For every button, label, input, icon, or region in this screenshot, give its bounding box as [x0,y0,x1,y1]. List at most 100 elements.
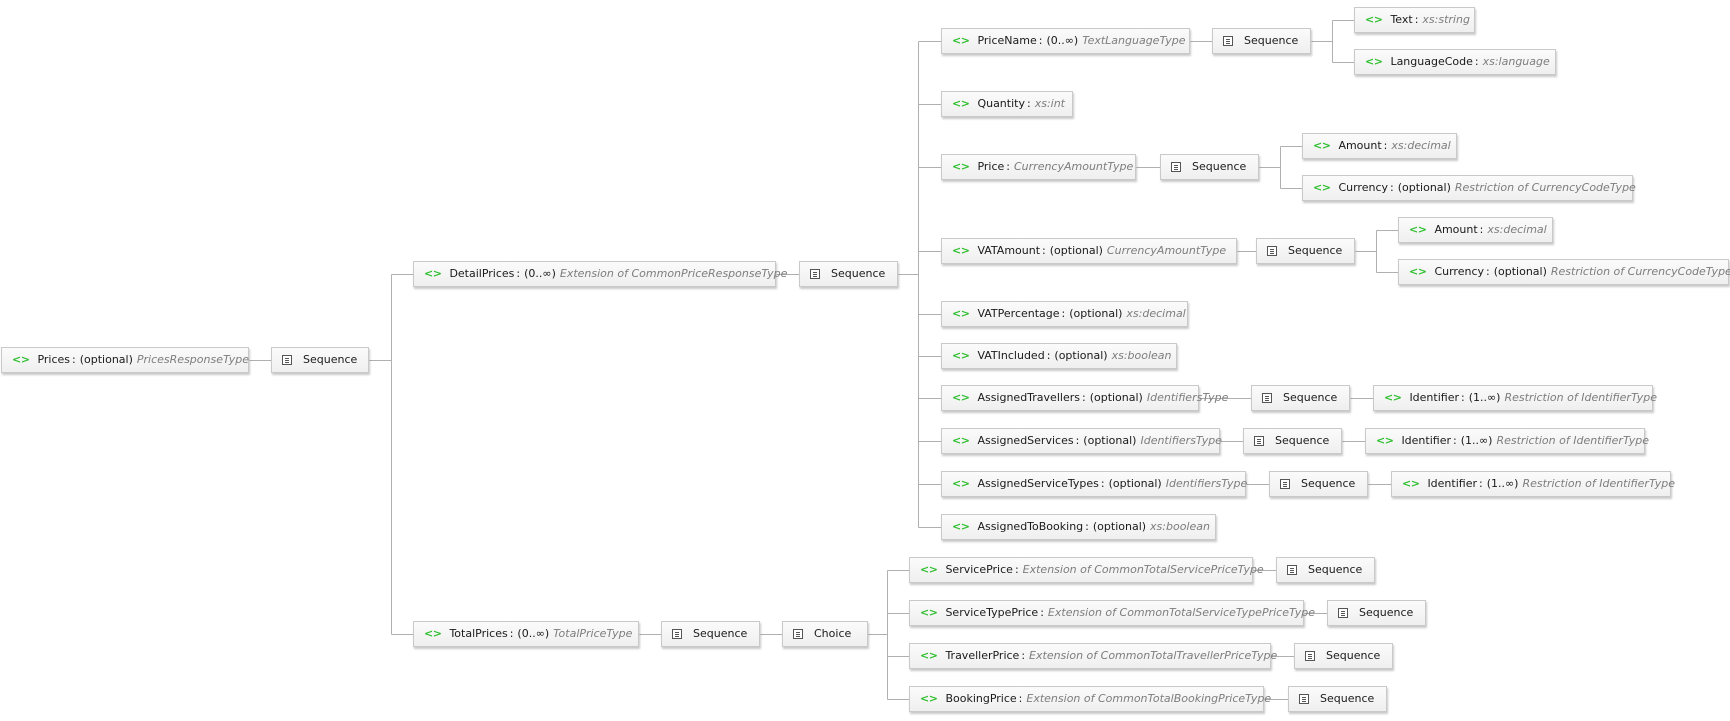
element-vat-included[interactable]: <> VATIncluded: (optional) xs:boolean [941,343,1177,369]
sequence-traveller-price[interactable]: Sequence [1294,643,1393,669]
element-type: IdentifiersType [1165,477,1248,490]
element-identifier[interactable]: <> Identifier: (1..∞) Restriction of Ide… [1365,428,1649,454]
sequence-assigned-service-types[interactable]: Sequence [1269,471,1368,497]
cardinality: (0..∞) [1046,34,1079,47]
element-icon: <> [1365,55,1383,68]
element-assigned-services[interactable]: <> AssignedServices: (optional) Identifi… [941,428,1222,454]
compositor-label: Sequence [1320,692,1375,705]
element-icon: <> [1409,265,1427,278]
element-detail-prices[interactable]: <> DetailPrices: (0..∞) Extension of Com… [413,261,787,287]
sequence-icon [1338,608,1348,618]
sequence-service-type-price[interactable]: Sequence [1327,600,1426,626]
element-type: Restriction of IdentifierType [1504,391,1657,404]
element-type: TotalPriceType [553,627,633,640]
element-total-prices[interactable]: <> TotalPrices: (0..∞) TotalPriceType [413,621,639,647]
element-name: AssignedToBooking [977,520,1084,533]
element-name: VATAmount [977,244,1041,257]
element-name: DetailPrices [449,267,515,280]
element-type: xs:decimal [1391,139,1451,152]
element-icon: <> [952,307,970,320]
element-name: AssignedTravellers [977,391,1080,404]
sequence-booking-price[interactable]: Sequence [1288,686,1387,712]
element-icon: <> [920,649,938,662]
element-icon: <> [920,606,938,619]
compositor-label: Sequence [1301,477,1356,490]
element-name: Identifier [1409,391,1459,404]
element-type: Extension of CommonTotalServiceTypePrice… [1047,606,1315,619]
sequence-detail[interactable]: Sequence [799,261,898,287]
element-identifier[interactable]: <> Identifier: (1..∞) Restriction of Ide… [1391,471,1675,497]
element-quantity[interactable]: <> Quantity: xs:int [941,91,1073,117]
cardinality: (optional) [1054,349,1108,362]
element-service-price[interactable]: <> ServicePrice: Extension of CommonTota… [909,557,1264,583]
choice-total-prices[interactable]: Choice [782,621,868,647]
element-traveller-price[interactable]: <> TravellerPrice: Extension of CommonTo… [909,643,1277,669]
sequence-service-price[interactable]: Sequence [1276,557,1375,583]
element-name: TotalPrices [449,627,508,640]
sequence-icon [810,269,820,279]
element-name: Prices [37,353,71,366]
cardinality: (optional) [79,353,133,366]
element-icon: <> [952,244,970,257]
sequence-icon [282,355,292,365]
element-booking-price[interactable]: <> BookingPrice: Extension of CommonTota… [909,686,1271,712]
sequence-assigned-travellers[interactable]: Sequence [1251,385,1350,411]
element-vat-percentage[interactable]: <> VATPercentage: (optional) xs:decimal [941,301,1188,327]
element-icon: <> [952,477,970,490]
cardinality: (optional) [1069,307,1123,320]
element-name: VATPercentage [977,307,1060,320]
element-icon: <> [1313,139,1331,152]
element-type: Extension of CommonPriceResponseType [559,267,788,280]
element-assigned-service-types[interactable]: <> AssignedServiceTypes: (optional) Iden… [941,471,1248,497]
compositor-label: Sequence [1359,606,1414,619]
element-icon: <> [1402,477,1420,490]
element-name: Price [977,160,1005,173]
cardinality: (0..∞) [524,267,556,280]
sequence-icon [1280,479,1290,489]
cardinality: (optional) [1092,520,1147,533]
element-amount[interactable]: <> Amount: xs:decimal [1302,133,1457,159]
element-type: xs:boolean [1111,349,1172,362]
element-type: Restriction of CurrencyCodeType [1454,181,1636,194]
element-service-type-price[interactable]: <> ServiceTypePrice: Extension of Common… [909,600,1315,626]
element-currency[interactable]: <> Currency: (optional) Restriction of C… [1302,175,1636,201]
sequence-vat-amount[interactable]: Sequence [1256,238,1355,264]
element-identifier[interactable]: <> Identifier: (1..∞) Restriction of Ide… [1373,385,1657,411]
element-name: Quantity [977,97,1025,110]
element-icon: <> [1376,434,1394,447]
element-type: CurrencyAmountType [1106,244,1227,257]
element-type: IdentifiersType [1140,434,1222,447]
element-language-code[interactable]: <> LanguageCode: xs:language [1354,49,1556,75]
sequence-total-prices[interactable]: Sequence [661,621,760,647]
element-icon: <> [952,391,970,404]
sequence-root[interactable]: Sequence [271,347,369,373]
element-name: ServicePrice [945,563,1013,576]
sequence-price-name[interactable]: Sequence [1212,28,1311,54]
compositor-label: Sequence [1283,391,1338,404]
cardinality: (optional) [1049,244,1103,257]
element-vat-amount[interactable]: <> VATAmount: (optional) CurrencyAmountT… [941,238,1237,264]
sequence-assigned-services[interactable]: Sequence [1243,428,1342,454]
element-amount[interactable]: <> Amount: xs:decimal [1398,217,1553,243]
element-name: TravellerPrice [945,649,1020,662]
element-icon: <> [1409,223,1427,236]
element-name: Amount [1338,139,1382,152]
cardinality: (0..∞) [517,627,550,640]
element-currency[interactable]: <> Currency: (optional) Restriction of C… [1398,259,1730,285]
element-type: CurrencyAmountType [1014,160,1134,173]
element-text[interactable]: <> Text: xs:string [1354,7,1475,33]
element-prices[interactable]: <> Prices: (optional) PricesResponseType [1,347,249,373]
element-assigned-travellers[interactable]: <> AssignedTravellers: (optional) Identi… [941,385,1228,411]
element-price-name[interactable]: <> PriceName: (0..∞) TextLanguageType [941,28,1190,54]
element-name: Identifier [1427,477,1477,490]
element-type: TextLanguageType [1082,34,1186,47]
element-type: xs:int [1034,97,1065,110]
element-assigned-to-booking[interactable]: <> AssignedToBooking: (optional) xs:bool… [941,514,1216,540]
compositor-label: Sequence [1244,34,1299,47]
sequence-price[interactable]: Sequence [1160,154,1259,180]
element-price[interactable]: <> Price: CurrencyAmountType [941,154,1136,180]
element-type: xs:string [1422,13,1470,26]
element-type: PricesResponseType [136,353,250,366]
element-type: Extension of CommonTotalTravellerPriceTy… [1029,649,1278,662]
sequence-icon [1254,436,1264,446]
